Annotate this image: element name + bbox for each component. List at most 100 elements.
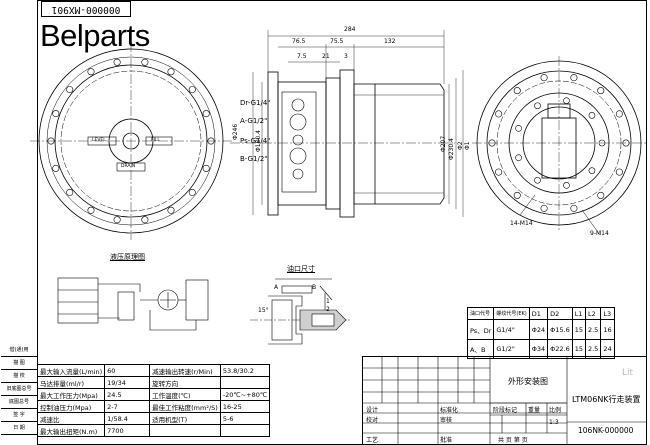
check-label: 校对 [366,417,379,424]
bolt-hole [588,112,596,119]
table-row: Ps、Dr G1/4" Φ24 Φ15.6 15 2.5 16 [466,319,615,340]
table-cell: Φ34 [528,339,549,359]
bolt-hole [570,204,578,212]
side-label: 签 字 [1,409,37,422]
stage-label: 阶段标记 [493,407,518,414]
plug-label-fill: FILL [151,138,160,143]
port-table: 油口代号 螺纹代号(EK) D1 D2 L1 L2 L3 Ps、Dr G1/4"… [466,307,615,359]
spec-label: 适用机型(T) [149,412,221,425]
bolt-hole [588,167,596,174]
table-header: 油口代号 [466,307,495,320]
bolt-hole [513,191,521,199]
spec-value: 1/58.4 [104,412,151,425]
bolt-hole [52,164,60,172]
plug-label-level: LEVEL [92,138,106,143]
spec-label: 最大输出扭矩(N.m) [36,424,106,437]
standard-label: 标准化 [440,407,459,414]
dim-dia-207: Φ207 [440,135,447,152]
spec-label: 马达排量(ml/r) [36,376,106,389]
bolt-hole [540,204,548,212]
hydraulic-title: 液压原理图 [110,253,145,261]
side-dimension-lines [252,30,464,217]
bolt-hole [534,176,541,184]
table-row: 最大输入流量(L/min) 60 减速输出转速(r/Min) 53.8/30.2 [36,364,271,377]
sheets-label: 共 页 第 页 [498,437,528,444]
bolt-hole [202,110,210,118]
port-label-ps: Ps-G1/4" [240,137,271,145]
bolt-hole [141,58,149,66]
bolt-hole [615,110,623,118]
bolt-hole [598,139,606,147]
bolt-hole [534,102,541,110]
spec-value: 7700 [104,424,151,437]
bolt-hole [495,110,503,118]
right-view [472,56,646,236]
bolt-hole [87,68,95,76]
bolt-hole [113,216,121,224]
side-label: 描 校 [1,370,37,383]
dim-132: 132 [384,38,396,45]
spec-label: 最佳工作粘度(mm²/S) [149,400,221,413]
bolt-hole [515,154,522,162]
process-label: 工艺 [366,437,379,444]
table-header: L1 [571,307,586,320]
side-label: 借(通)用 [1,344,37,357]
table-row: 控制油压力(Mpa) 2-7 最佳工作粘度(mm²/S) 16-25 [36,400,271,413]
review-label: 审核 [440,417,453,424]
bolt-hole [615,168,623,176]
bolt-hole [66,188,74,196]
table-row: 最大输出扭矩(N.m) 7700 [36,424,271,437]
bolt-hole [52,110,60,118]
table-cell: 16 [600,319,615,340]
dim-21: 21 [322,53,330,60]
bolt-hole [597,87,605,95]
spec-label: 控制油压力(Mpa) [36,400,106,413]
product-title: LTM06NK行走装置 [572,395,641,404]
table-row: A、B G1/2" Φ34 Φ22.6 15 2.5 24 [466,339,615,359]
port-size-title: 油口尺寸 [287,265,315,273]
spec-label: 工作温度(℃) [149,388,221,401]
install-title: 外形安装图 [508,377,548,386]
spec-value: 5-6 [219,412,271,425]
side-label: 描 图 [1,357,37,370]
bolt-hole [515,124,522,132]
table-cell: G1/4" [493,319,530,340]
dim-dia-230-4: Φ230.4 [448,138,455,160]
bolt-hole [563,97,570,104]
port-label-a: A-G1/2" [240,117,268,125]
spec-value: 53.8/30.2 [219,364,271,377]
spec-label [149,424,221,437]
table-cell: Φ24 [528,319,549,340]
table-header: 螺纹代号(EK) [493,307,530,320]
port-detail [250,278,350,345]
detail-mark-a: A [274,284,279,291]
bolt-hole [141,216,149,224]
bolt-hole [495,168,503,176]
bolt-hole [202,164,210,172]
bolt-hole [66,86,74,94]
bolt-hole [207,137,215,145]
table-cell: 2.5 [584,319,602,340]
bolt-hole [167,206,175,214]
dim-3: 3 [344,53,348,60]
detail-mark-2: 2 [326,306,330,313]
port-circles [289,98,307,180]
bolt-hole [488,139,496,147]
dim-75-5: 75.5 [330,38,344,45]
side-label: 日 期 [1,422,37,435]
side-info-column: 借(通)用 描 图 描 校 旧底图总号 底图总号 签 字 日 期 [1,344,37,435]
spec-table: 最大输入流量(L/min) 60 减速输出转速(r/Min) 53.8/30.2… [36,364,271,437]
side-view [230,69,455,218]
table-header: D1 [528,307,549,320]
table-header: L2 [584,307,602,320]
bolt-hole [113,58,121,66]
dim-overall-length: 284 [344,26,356,33]
detail-angle: 15° [258,307,269,314]
port-label-b: B-G1/2" [240,155,268,163]
table-cell: Ps、Dr [466,319,495,340]
bolt-hole [47,137,55,145]
bolt-hole [622,139,630,147]
spec-value [219,376,271,389]
front-bolt-holes [47,58,215,224]
spec-value: 19/34 [104,376,151,389]
